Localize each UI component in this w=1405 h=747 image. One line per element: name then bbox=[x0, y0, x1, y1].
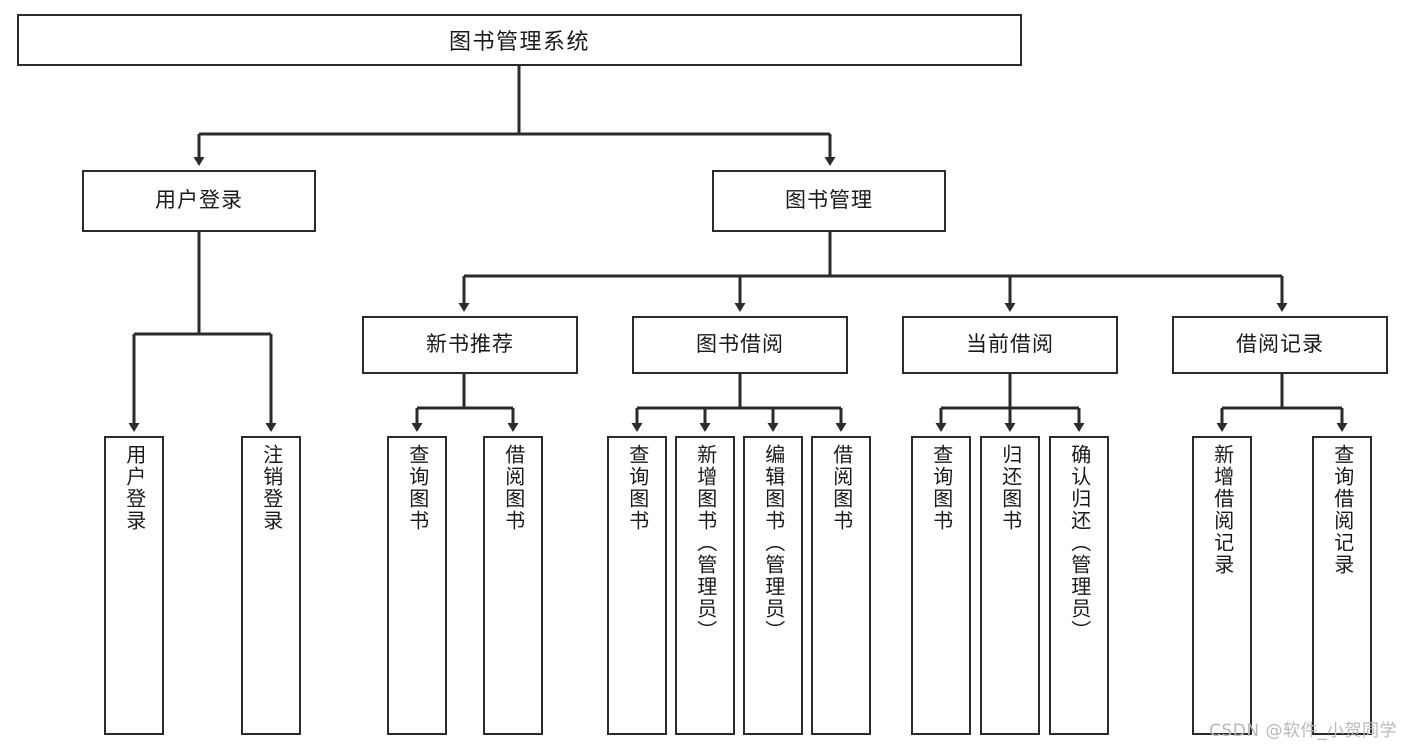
leaf-label: 新增借阅记录 bbox=[1210, 444, 1235, 576]
leaf-logout[interactable]: 注销登录 bbox=[241, 436, 301, 735]
leaf-user-login[interactable]: 用户登录 bbox=[104, 436, 164, 735]
leaf-label: 借阅图书 bbox=[501, 444, 526, 532]
leaf-label: 查询借阅记录 bbox=[1330, 444, 1355, 576]
leaf-label: 注销登录 bbox=[259, 444, 284, 532]
node-label: 图书管理 bbox=[785, 188, 873, 213]
node-book-management[interactable]: 图书管理 bbox=[712, 170, 946, 232]
leaf-query-books-borrow[interactable]: 查询图书 bbox=[607, 436, 667, 735]
node-label: 新书推荐 bbox=[426, 332, 514, 357]
leaf-label: 归还图书 bbox=[998, 444, 1023, 532]
leaf-label: 查询图书 bbox=[405, 444, 430, 532]
leaf-label: 确认归还（管理员） bbox=[1067, 444, 1092, 642]
node-root-book-management-system[interactable]: 图书管理系统 bbox=[17, 14, 1022, 66]
node-label: 当前借阅 bbox=[966, 332, 1054, 357]
leaf-label: 查询图书 bbox=[625, 444, 650, 532]
leaf-confirm-return-admin[interactable]: 确认归还（管理员） bbox=[1049, 436, 1109, 735]
leaf-add-borrow-record[interactable]: 新增借阅记录 bbox=[1192, 436, 1252, 735]
node-label: 图书借阅 bbox=[696, 332, 784, 357]
leaf-label: 新增图书（管理员） bbox=[693, 444, 718, 642]
node-borrow-records[interactable]: 借阅记录 bbox=[1172, 316, 1388, 374]
leaf-label: 借阅图书 bbox=[829, 444, 854, 532]
node-label: 借阅记录 bbox=[1236, 332, 1324, 357]
leaf-edit-book-admin[interactable]: 编辑图书（管理员） bbox=[743, 436, 803, 735]
leaf-query-books-current[interactable]: 查询图书 bbox=[911, 436, 971, 735]
node-current-borrowing[interactable]: 当前借阅 bbox=[902, 316, 1118, 374]
leaf-query-borrow-record[interactable]: 查询借阅记录 bbox=[1312, 436, 1372, 735]
leaf-query-books-new[interactable]: 查询图书 bbox=[387, 436, 447, 735]
node-label: 用户登录 bbox=[155, 188, 243, 213]
leaf-label: 编辑图书（管理员） bbox=[761, 444, 786, 642]
csdn-watermark: CSDN @软件_小贺同学 bbox=[1209, 721, 1397, 741]
node-book-borrowing[interactable]: 图书借阅 bbox=[632, 316, 848, 374]
node-label: 图书管理系统 bbox=[448, 30, 590, 55]
node-user-login[interactable]: 用户登录 bbox=[82, 170, 316, 232]
leaf-borrow-books[interactable]: 借阅图书 bbox=[811, 436, 871, 735]
leaf-borrow-books-new[interactable]: 借阅图书 bbox=[483, 436, 543, 735]
leaf-add-book-admin[interactable]: 新增图书（管理员） bbox=[675, 436, 735, 735]
leaf-label: 查询图书 bbox=[929, 444, 954, 532]
leaf-return-books[interactable]: 归还图书 bbox=[980, 436, 1040, 735]
node-new-book-recommendation[interactable]: 新书推荐 bbox=[362, 316, 578, 374]
leaf-label: 用户登录 bbox=[122, 444, 147, 532]
